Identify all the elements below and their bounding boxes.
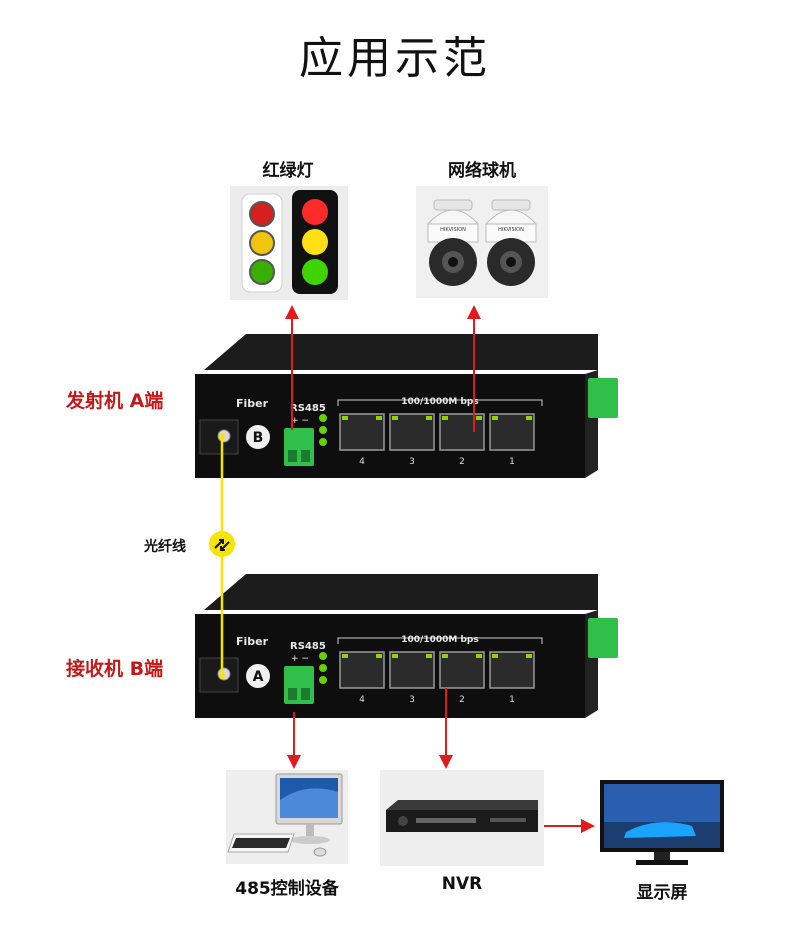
nvr-icon — [386, 800, 538, 832]
red-light-icon — [249, 201, 275, 227]
svg-text:HIKVISION: HIKVISION — [498, 227, 524, 233]
switch-b-image: Fiber A RS485 + − 100/1000M bps 4 3 2 1 — [190, 570, 630, 730]
dome-camera-image: HIKVISION HIKVISION — [416, 186, 548, 298]
nvr-image — [380, 770, 544, 866]
yellow-light-icon — [249, 230, 275, 256]
svg-text:B: B — [253, 430, 264, 446]
port-badge-b — [246, 425, 270, 449]
svg-text:A: A — [253, 669, 264, 685]
svg-text:1: 1 — [509, 457, 515, 467]
svg-text:1: 1 — [509, 695, 515, 705]
controller-image — [226, 770, 348, 864]
fiber-cable-label: 光纤线 — [144, 539, 186, 555]
svg-text:2: 2 — [459, 695, 465, 705]
camera-label: 网络球机 — [448, 161, 516, 181]
svg-text:RS485: RS485 — [290, 403, 326, 414]
fiber-label: Fiber — [236, 397, 269, 410]
receiver-b-label: 接收机 B端 — [66, 658, 164, 680]
svg-text:2: 2 — [459, 457, 465, 467]
svg-text:4: 4 — [359, 457, 365, 467]
svg-text:3: 3 — [409, 695, 415, 705]
svg-text:+ −: + − — [291, 416, 309, 426]
page-title: 应用示范 — [299, 33, 491, 84]
display-label: 显示屏 — [636, 883, 688, 903]
svg-text:RS485: RS485 — [290, 641, 326, 652]
svg-text:100/1000M bps: 100/1000M bps — [401, 635, 478, 645]
svg-text:100/1000M bps: 100/1000M bps — [401, 397, 478, 407]
svg-text:3: 3 — [409, 457, 415, 467]
svg-text:HIKVISION: HIKVISION — [440, 227, 466, 233]
controller-label: 485控制设备 — [235, 879, 339, 899]
monitor-icon — [600, 780, 724, 865]
traffic-light-label: 红绿灯 — [262, 161, 314, 181]
svg-text:Fiber: Fiber — [236, 635, 269, 648]
camera-icon — [426, 199, 480, 286]
nvr-label: NVR — [441, 874, 483, 894]
display-image — [596, 776, 728, 868]
traffic-light-image — [230, 186, 348, 300]
svg-text:+ −: + − — [291, 654, 309, 664]
svg-text:4: 4 — [359, 695, 365, 705]
green-light-icon — [249, 259, 275, 285]
port-badge-a — [246, 664, 270, 688]
computer-icon — [227, 773, 343, 857]
transmitter-a-label: 发射机 A端 — [66, 390, 164, 412]
